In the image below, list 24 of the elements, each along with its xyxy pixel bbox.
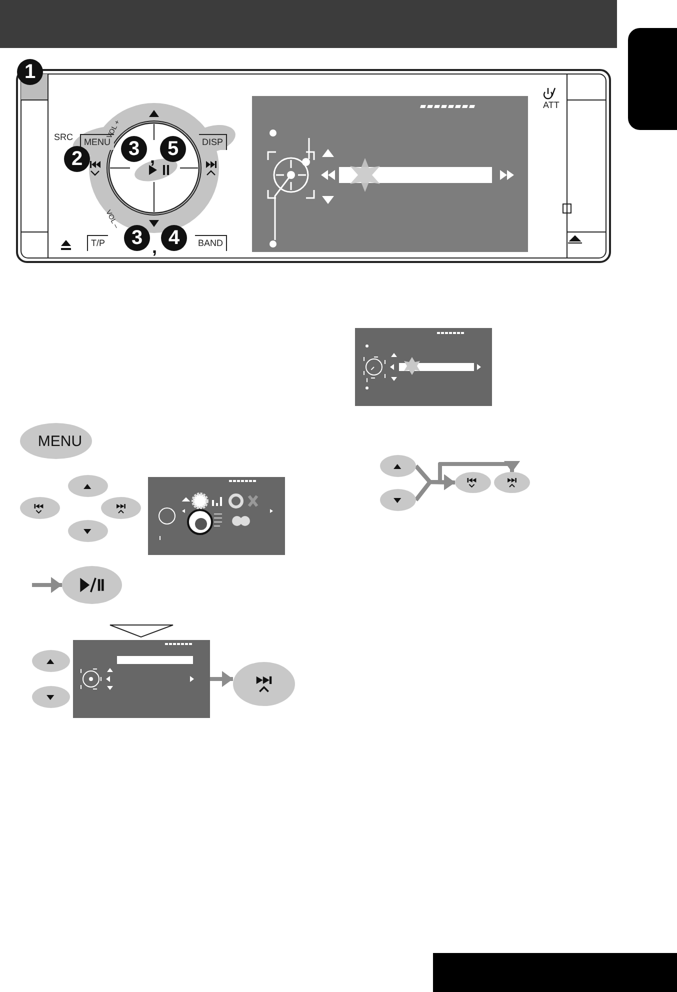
next-button [494,472,530,493]
comma: , [150,150,156,164]
button-label: BAND [195,235,228,251]
button-label: DISP [199,134,228,150]
arrow [210,671,233,687]
previous-button [20,497,60,519]
side-tab [628,28,677,130]
arrow [414,461,520,502]
down-button [32,686,70,708]
button-label: SRC [54,132,74,143]
arrow [32,577,62,593]
up-button [68,475,108,497]
callout-number: 1 [17,59,43,85]
up-button [380,455,416,477]
down-button [380,489,416,511]
comma: , [152,240,158,254]
previous-button [455,472,491,493]
button-label: T/P [87,235,108,251]
next-button [101,497,141,519]
display-screen [73,640,210,718]
down-button [68,520,108,542]
up-button [32,650,70,672]
menu-button: MENU [20,423,92,459]
button-label: ATT [543,100,560,111]
